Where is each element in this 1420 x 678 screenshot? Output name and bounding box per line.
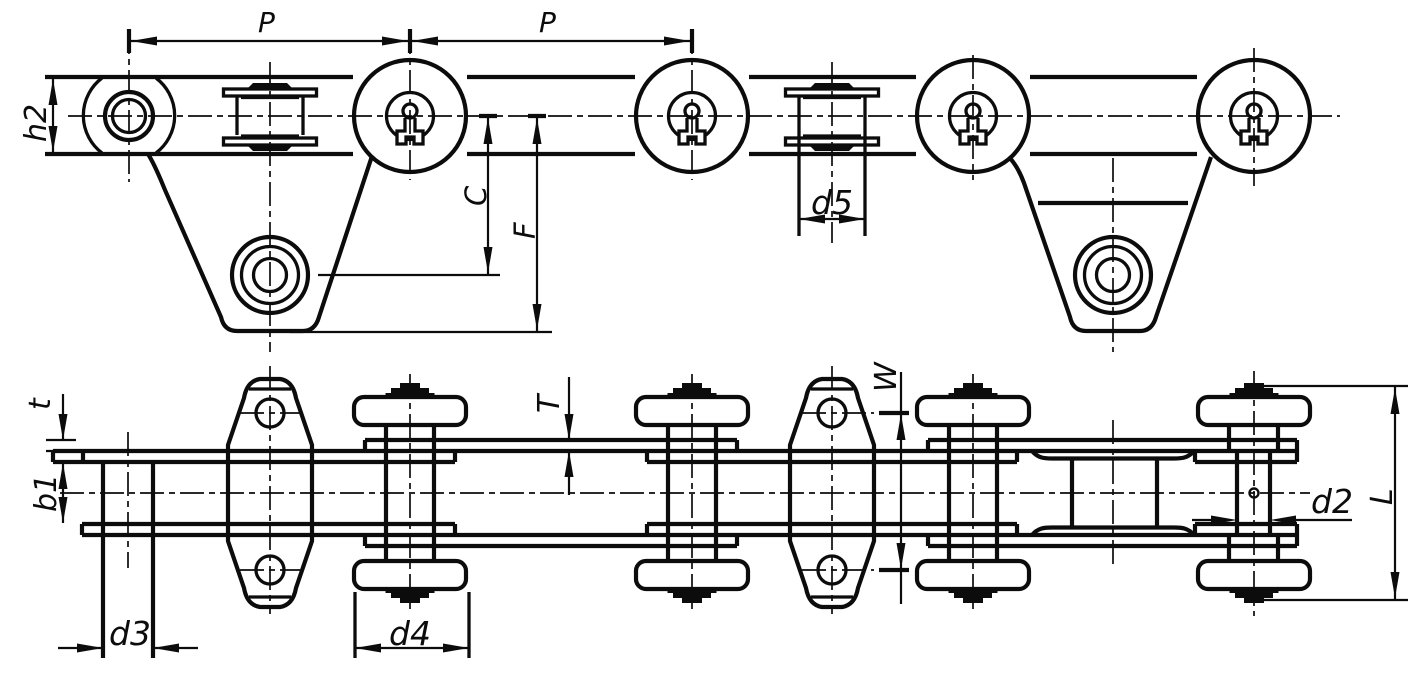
dim-d5: d5: [799, 183, 865, 224]
dim-T: T: [532, 377, 574, 495]
bracket-attachment-2: [1006, 154, 1213, 334]
dim-label-P1: P: [258, 6, 275, 39]
dim-label-P2: P: [539, 6, 556, 39]
dim-label-b1: b1: [29, 474, 64, 512]
dim-label-d3: d3: [109, 614, 151, 653]
dim-label-h2: h2: [19, 104, 54, 142]
dim-label-T: T: [532, 392, 567, 413]
chain-band: [45, 74, 1197, 157]
dim-h2: h2: [19, 78, 58, 153]
dim-F: F: [290, 113, 552, 334]
dim-pitch-P: P P: [126, 6, 695, 53]
dim-label-W: W: [869, 361, 904, 392]
dim-label-C: C: [459, 185, 493, 206]
dim-C: C: [318, 113, 500, 277]
bracket-attachment-1: [146, 152, 374, 334]
plan-plate-bands: [50, 437, 1300, 549]
outboard-roller-4: [1198, 60, 1310, 172]
dim-label-t: t: [23, 397, 58, 410]
plan-centerlines: [60, 366, 1310, 616]
dim-t: t: [23, 394, 76, 453]
dim-label-L: L: [1365, 488, 1400, 505]
dim-L: L: [1262, 384, 1408, 602]
top-view-side-elevation: P P h2 C F d5: [19, 6, 1340, 352]
plan-view: t b1 d3 d4 T W d2: [23, 361, 1408, 658]
dim-label-d2: d2: [1311, 482, 1353, 521]
dim-label-d4: d4: [389, 614, 431, 653]
dim-b1: b1: [29, 463, 68, 523]
top-view-centerlines: [68, 30, 1340, 352]
dim-d3: d3: [58, 614, 198, 653]
dim-W: W: [869, 361, 909, 604]
dim-label-F: F: [508, 221, 542, 239]
dim-label-d5: d5: [811, 183, 853, 222]
dim-d4: d4: [353, 592, 471, 658]
attachment-sleeve-barrel: [1030, 449, 1196, 537]
dim-d2: d2: [1192, 482, 1353, 525]
